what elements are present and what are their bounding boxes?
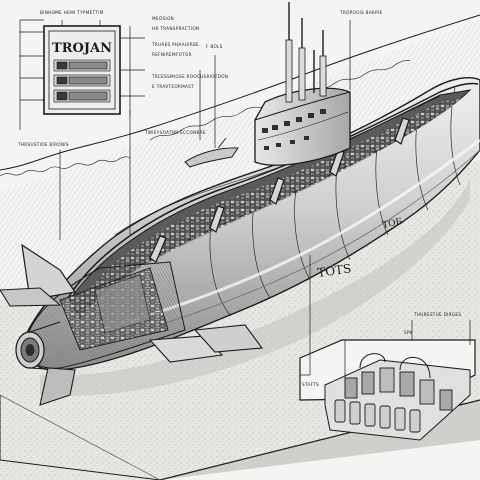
submarine-hull: TOTS ТОБ [0, 77, 480, 406]
callout-top-right: TROPOUIS BARPIE [339, 10, 382, 15]
side-fin [0, 287, 62, 307]
inset-panel: TROJAN [43, 25, 121, 115]
upper-fin [21, 243, 77, 301]
callout-small-label: F BOLS [206, 44, 223, 49]
callout-right-small: SPK [404, 330, 413, 335]
callout-mid-upper-2: HR TRANSPRACTION [152, 26, 199, 31]
inset-label: TROJAN [52, 41, 112, 56]
callout-mid-upper-5: TRCESSMIOSE ROOCUSRIOTDON [151, 74, 228, 79]
dive-plane-2 [193, 324, 264, 353]
callout-mid-upper-1: MEOSION [152, 16, 174, 21]
callout-right-mid: THURESTUE DIRGES [413, 312, 461, 317]
callout-lines [19, 19, 471, 395]
dive-plane-1 [148, 335, 224, 363]
callout-mid-upper-3: TRUAES PHAAUIRBE [151, 42, 199, 47]
small-vehicle [184, 137, 239, 168]
callout-battery: STAFTS [302, 382, 319, 387]
battery-module [299, 339, 476, 441]
callout-mid-upper-6: E TRAVTEORMAST [152, 84, 194, 89]
propulsor-nozzle [15, 321, 63, 371]
conning-tower [254, 2, 351, 166]
callout-top-left: BINHOME HEMI TYPMETTIM [40, 10, 104, 15]
callout-labels: BINHOME HEMI TYPMETTIM THRSUSTIOE BIRONI… [17, 10, 461, 387]
callout-left-mid: TWIEYSOATNR ECCONBRE [144, 130, 206, 135]
callout-mid-upper-4: REFNIREMFOTOR [152, 52, 192, 57]
hull-marking-stern: ТОБ [382, 217, 404, 231]
lower-fin [39, 367, 76, 406]
hull-marking-main: TOTS [316, 261, 352, 280]
callout-left-side: THRSUSTIOE BIRONIS [17, 142, 69, 147]
